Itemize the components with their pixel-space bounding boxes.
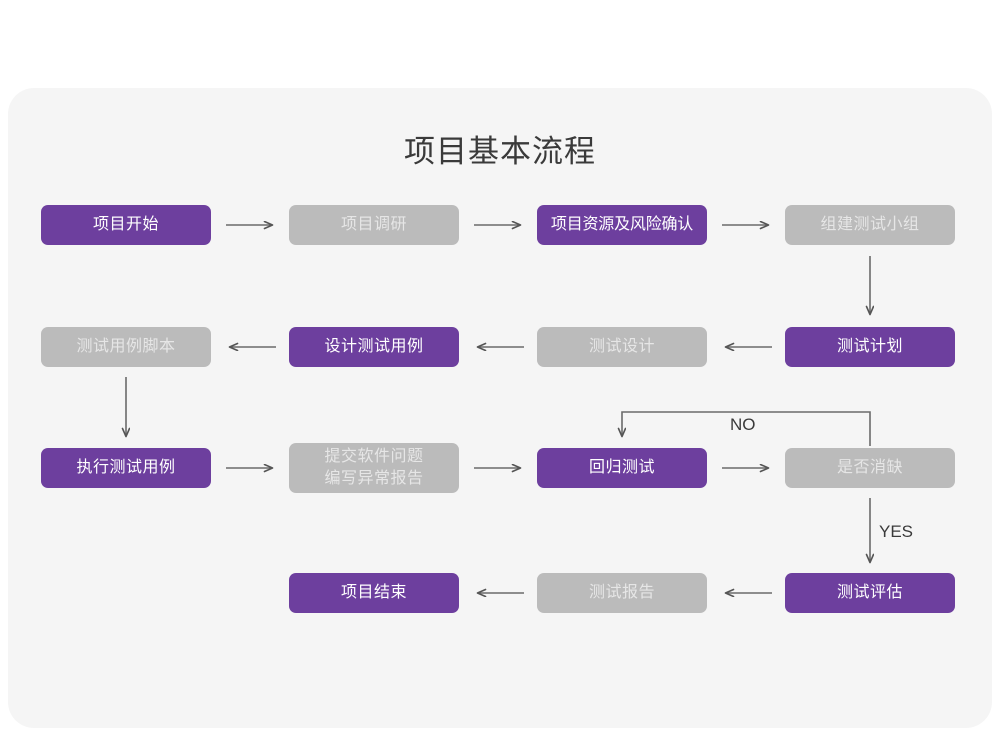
node-label: 回归测试	[588, 459, 655, 476]
node-test-evaluation[interactable]: 测试评估	[785, 573, 955, 613]
node-label: 测试用例脚本	[76, 338, 176, 355]
node-build-test-team[interactable]: 组建测试小组	[785, 205, 955, 245]
node-label: 项目资源及风险确认	[550, 216, 694, 233]
node-execute-test-case[interactable]: 执行测试用例	[41, 448, 211, 488]
node-label: 项目结束	[340, 584, 407, 601]
node-label: 测试报告	[588, 584, 655, 601]
node-test-plan[interactable]: 测试计划	[785, 327, 955, 367]
node-submit-issue-report[interactable]: 提交软件问题 编写异常报告	[289, 443, 459, 493]
node-label: 测试评估	[836, 584, 903, 601]
node-test-case-script[interactable]: 测试用例脚本	[41, 327, 211, 367]
node-label: 项目开始	[92, 216, 159, 233]
node-test-report[interactable]: 测试报告	[537, 573, 707, 613]
page-title: 项目基本流程	[404, 134, 596, 169]
node-project-research[interactable]: 项目调研	[289, 205, 459, 245]
node-label: 提交软件问题 编写异常报告	[324, 448, 424, 487]
node-regression-test[interactable]: 回归测试	[537, 448, 707, 488]
flowchart-card	[8, 88, 992, 728]
node-label: 项目调研	[340, 216, 407, 233]
node-label: 测试计划	[836, 338, 903, 355]
edge-label-yes: YES	[879, 522, 914, 541]
node-label: 执行测试用例	[76, 459, 176, 476]
node-resource-risk-confirm[interactable]: 项目资源及风险确认	[537, 205, 707, 245]
node-test-design[interactable]: 测试设计	[537, 327, 707, 367]
node-project-end[interactable]: 项目结束	[289, 573, 459, 613]
node-label: 设计测试用例	[324, 338, 424, 355]
node-label: 测试设计	[588, 338, 655, 355]
node-label: 组建测试小组	[820, 216, 920, 233]
node-design-test-case[interactable]: 设计测试用例	[289, 327, 459, 367]
node-label: 是否消缺	[836, 459, 903, 476]
edge-label-no: NO	[730, 415, 756, 434]
node-project-start[interactable]: 项目开始	[41, 205, 211, 245]
node-defect-cleared-decision[interactable]: 是否消缺	[785, 448, 955, 488]
